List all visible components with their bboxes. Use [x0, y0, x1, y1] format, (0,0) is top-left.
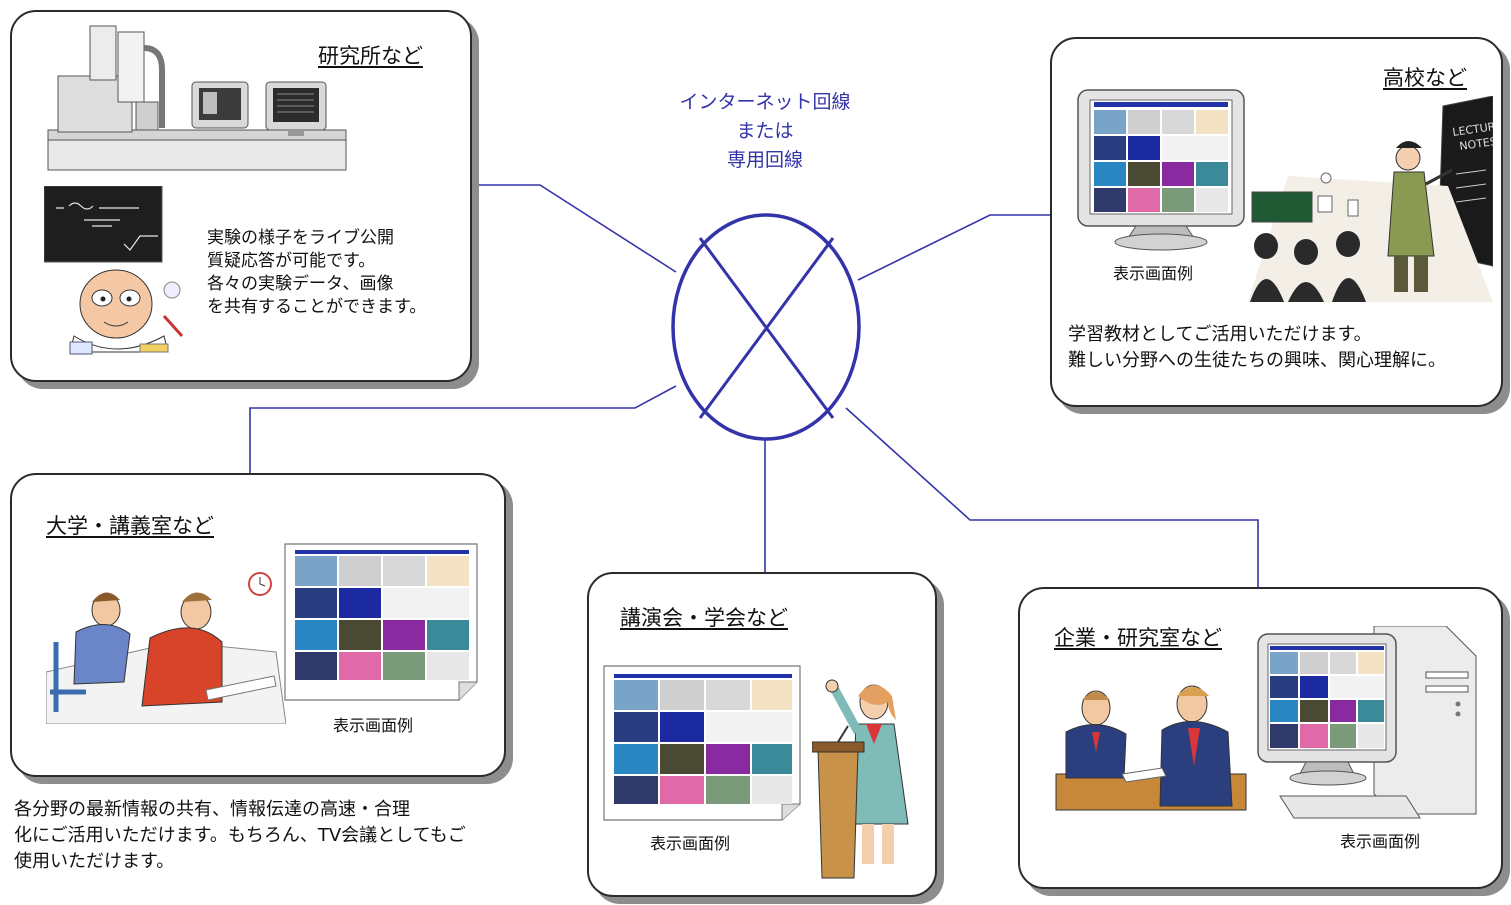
network-label-line3: 専用回線: [726, 149, 803, 171]
lab-equipment-illustration: [47, 25, 347, 171]
node-university-description: 各分野の最新情報の共有、情報伝達の高速・合理 化にご活用いただけます。もちろん、…: [14, 797, 466, 875]
link-company: [845, 407, 1259, 604]
node-lab-desc-line: 実験の様子をライブ公開: [207, 228, 394, 248]
node-highschool-desc-line: 難しい分野への生徒たちの興味、関心理解に。: [1068, 350, 1446, 371]
desktop-computer-illustration: [1257, 626, 1477, 819]
node-highschool-description: 学習教材としてご活用いただけます。 難しい分野への生徒たちの興味、関心理解に。: [1068, 322, 1446, 374]
node-company-caption: 表示画面例: [1340, 832, 1421, 851]
node-university-caption: 表示画面例: [333, 716, 414, 735]
node-company-title: 企業・研究室など: [1054, 626, 1222, 650]
chalkboard-text-2: NOTES: [1459, 135, 1493, 153]
node-lab-desc-line: 質疑応答が可能です。: [207, 251, 376, 271]
node-university-desc-line: 化にご活用いただけます。もちろん、TV会議としてもご: [14, 825, 466, 846]
node-highschool-caption: 表示画面例: [1113, 264, 1194, 283]
node-highschool-desc-line: 学習教材としてご活用いただけます。: [1068, 324, 1372, 345]
node-highschool-title: 高校など: [1383, 66, 1467, 90]
network-cross-b: [698, 237, 835, 419]
network-ellipse: [671, 213, 861, 441]
meeting-illustration: [1055, 685, 1247, 811]
link-highschool: [857, 214, 1068, 281]
screen-sheet-illustration: [284, 543, 478, 701]
node-lab-desc-line: を共有することができます。: [207, 297, 427, 317]
node-lab-description: 実験の様子をライブ公開 質疑応答が可能です。 各々の実験データ、画像 を共有する…: [207, 227, 426, 319]
scientist-illustration: [44, 186, 184, 355]
node-university-desc-line: 各分野の最新情報の共有、情報伝達の高速・合理: [14, 799, 410, 820]
node-lecture-caption: 表示画面例: [650, 834, 731, 853]
chalkboard-text-1: LECTURE: [1452, 119, 1493, 139]
node-university-title: 大学・講義室など: [46, 514, 214, 538]
link-lab: [458, 184, 677, 273]
node-university-desc-line: 使用いただけます。: [14, 851, 175, 872]
speaker-podium-illustration: [812, 679, 909, 879]
node-lab-desc-line: 各々の実験データ、画像: [207, 274, 394, 294]
network-label: インターネット回線 または 専用回線: [640, 88, 890, 175]
students-illustration: [46, 572, 286, 724]
node-lab-title: 研究所など: [318, 44, 423, 68]
screen-sheet-illustration: [603, 665, 801, 821]
link-university: [249, 385, 677, 488]
classroom-teacher-illustration: LECTURE NOTES: [1248, 96, 1493, 302]
network-label-line1: インターネット回線: [679, 91, 851, 113]
screen-monitor-illustration: [1077, 89, 1245, 251]
network-label-line2: または: [736, 120, 794, 142]
node-lecture-title: 講演会・学会など: [620, 606, 788, 630]
